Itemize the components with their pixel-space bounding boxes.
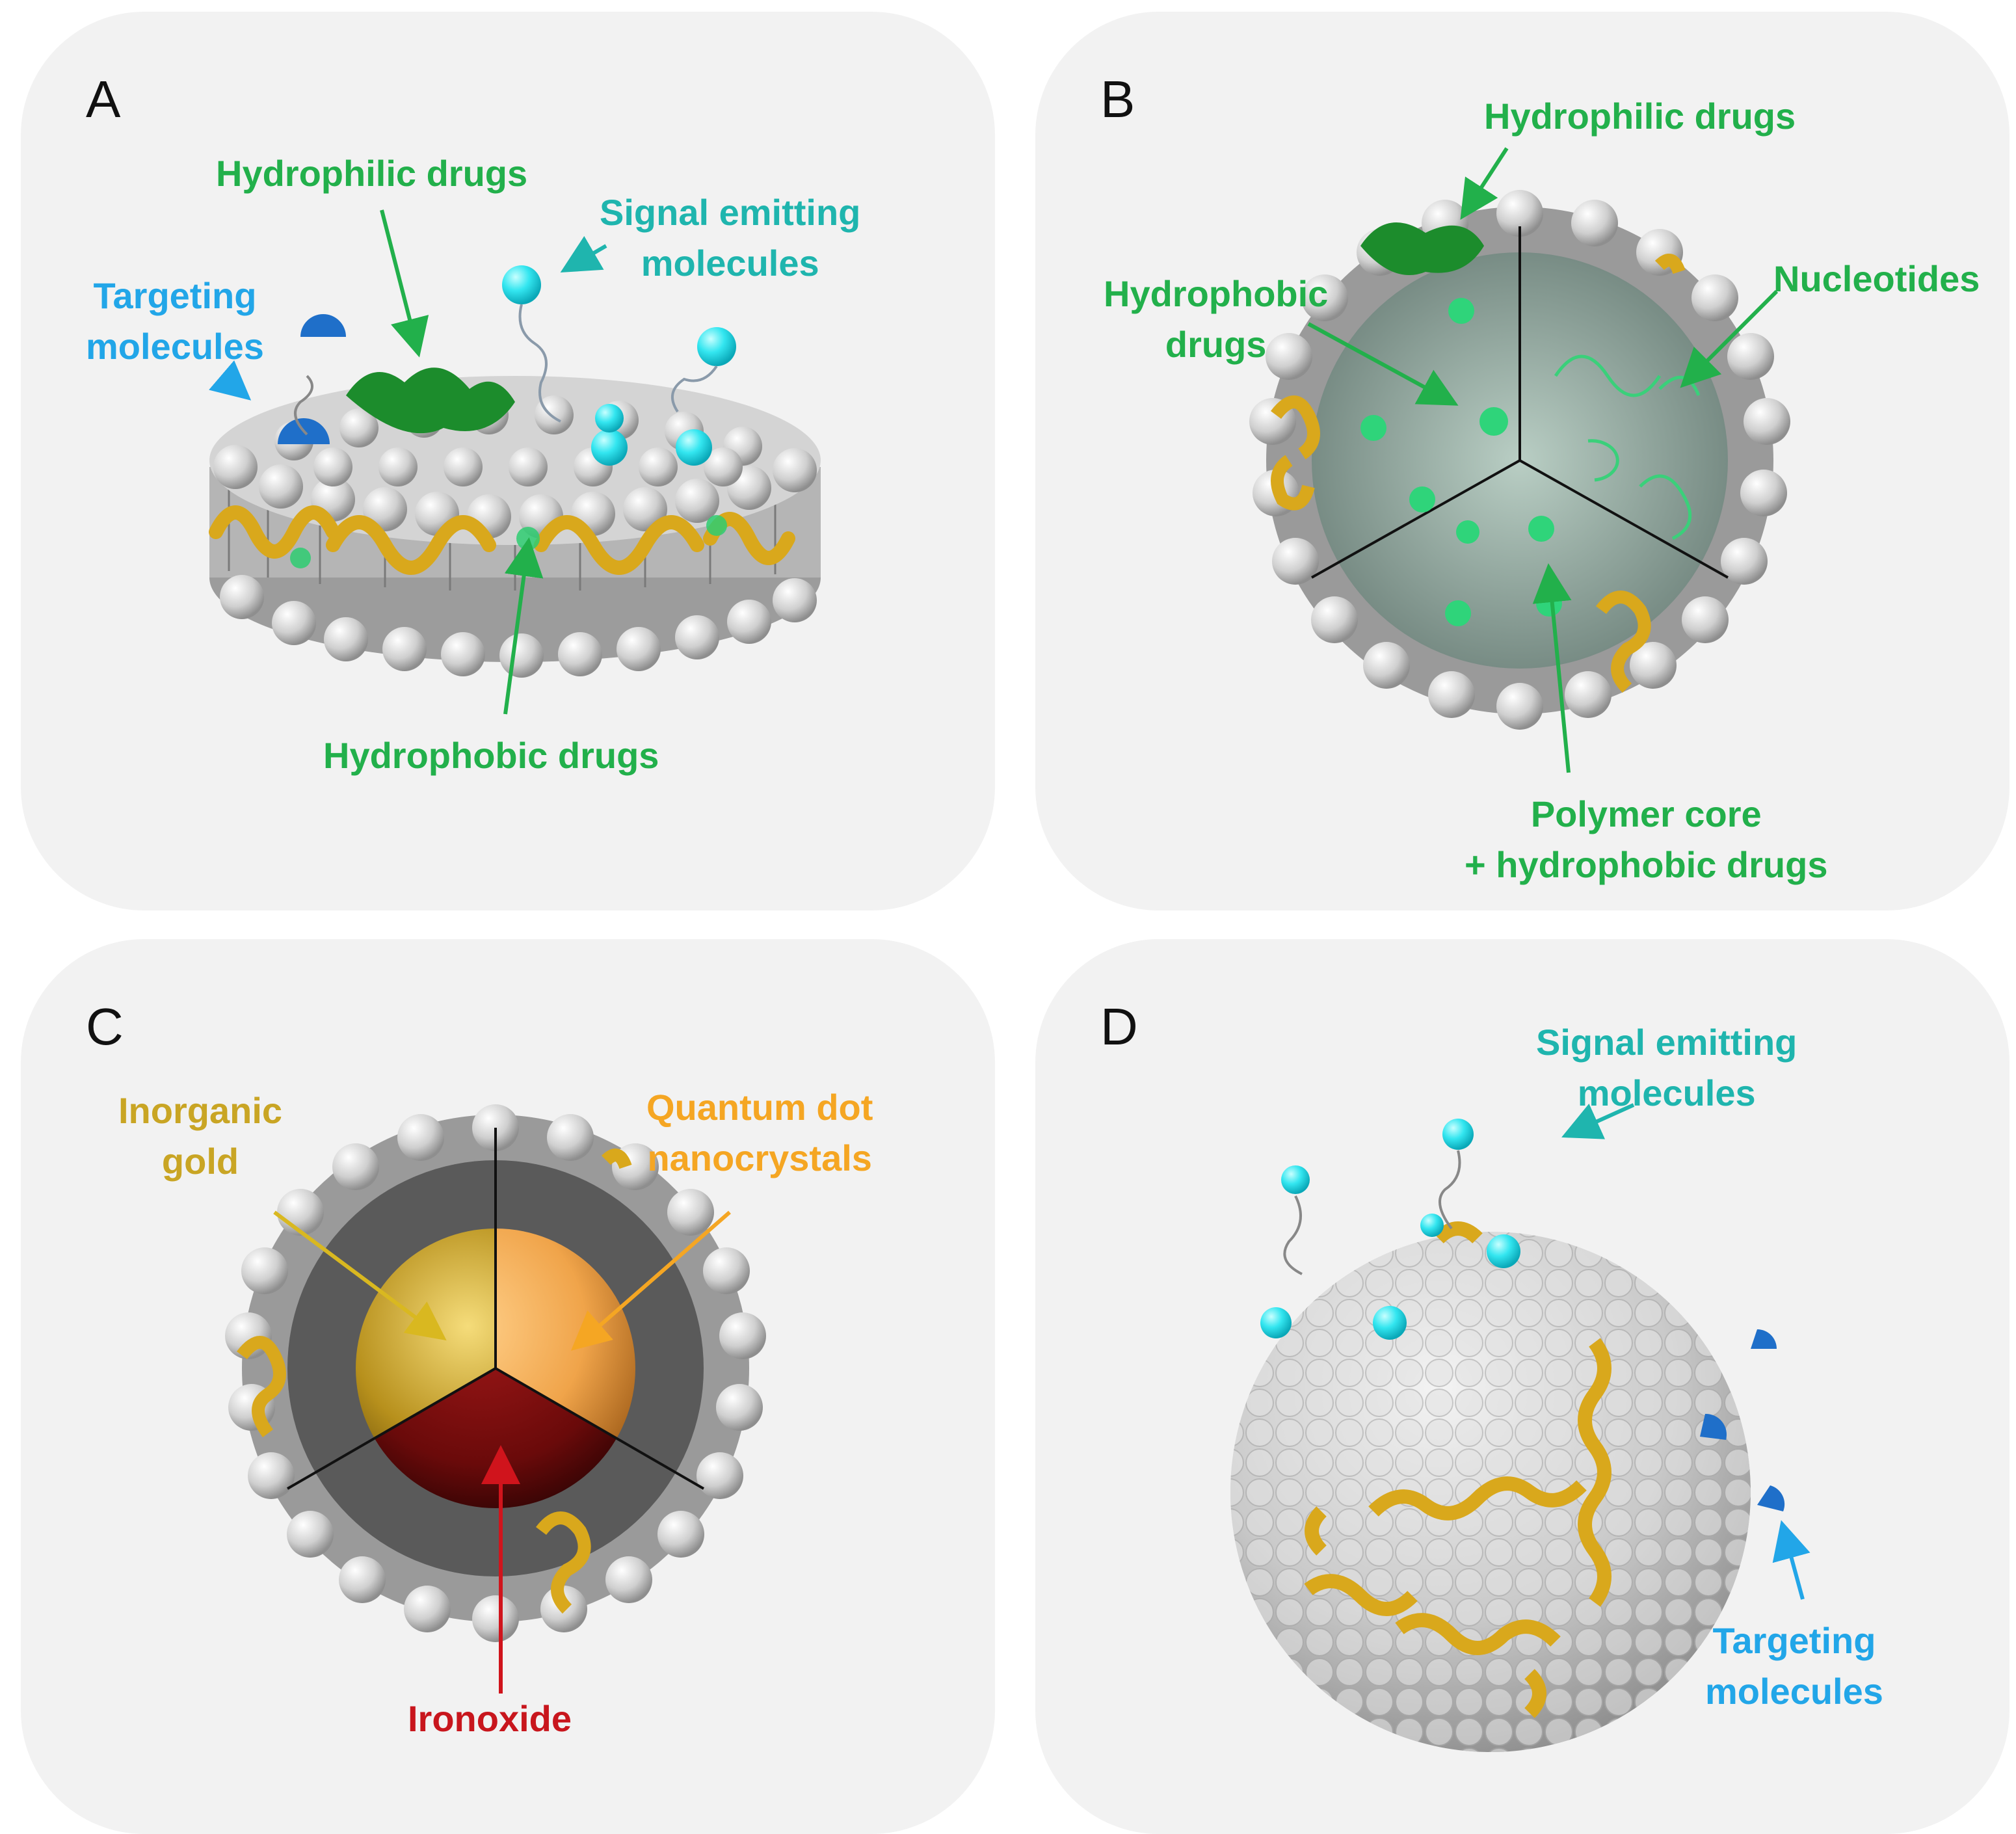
panel-c-inorganic-core: C Inorganic gold Quantum dot nanocrystal… — [21, 939, 995, 1834]
panel-letter-c: C — [86, 998, 124, 1056]
label-nucleotides: Nucleotides — [1773, 258, 1980, 299]
liposome-illustration — [1249, 147, 1790, 773]
cutaway-lines-c — [286, 1128, 705, 1490]
label-hydrophobic-drugs: Hydrophobic drugs — [323, 735, 659, 776]
label-hydrophobic-line-1: Hydrophobic — [1104, 273, 1329, 314]
hydrophilic-drug-protein — [346, 367, 515, 434]
hydrophobic-drug-beads-b — [1360, 298, 1562, 626]
peptide-helices-d — [1304, 1221, 1611, 1718]
label-targeting-d-line-1: Targeting — [1712, 1620, 1876, 1661]
label-signal-d-line-1: Signal emitting — [1536, 1022, 1797, 1063]
arrow-hydrophobic-b — [1307, 322, 1459, 406]
targeting-molecules-d — [1700, 1329, 1785, 1511]
lipid-heads-bottom — [220, 575, 817, 678]
cutaway-lines — [1311, 226, 1729, 579]
arrow-hydrophilic-b — [1460, 147, 1509, 220]
label-targeting-line-1: Targeting — [93, 275, 257, 316]
label-targeting: Targeting molecules — [86, 271, 264, 372]
peptide-helices-c — [237, 1149, 632, 1614]
label-signal-emitting-d: Signal emitting molecules — [1536, 1017, 1797, 1119]
label-hydrophobic-drugs-b: Hydrophobic drugs — [1104, 269, 1328, 370]
iron-oxide-sector — [356, 1368, 635, 1508]
label-polymer-line-2: + hydrophobic drugs — [1465, 844, 1828, 885]
label-quantum-line-1: Quantum dot — [646, 1087, 873, 1128]
label-signal-emitting: Signal emitting molecules — [600, 187, 860, 289]
arrow-signal — [560, 235, 607, 273]
label-signal-line-2: molecules — [641, 243, 819, 284]
label-polymer-core: Polymer core + hydrophobic drugs — [1465, 789, 1827, 890]
arrow-targeting-d — [1772, 1520, 1810, 1600]
label-ironoxide: Ironoxide — [408, 1698, 572, 1739]
label-gold-line-2: gold — [161, 1141, 239, 1182]
arrow-quantum — [570, 1210, 731, 1351]
panel-d-functionalized-sphere: D Signal emitting molecules Targeting mo… — [1035, 939, 2009, 1834]
arrow-nucleotides — [1680, 289, 1779, 388]
hydrophilic-drug-protein-b — [1360, 222, 1484, 275]
label-polymer-line-1: Polymer core — [1530, 793, 1762, 834]
arrow-signal-d — [1561, 1103, 1635, 1139]
label-hydrophilic-drugs: Hydrophilic drugs — [216, 153, 528, 194]
label-inorganic-gold: Inorganic gold — [118, 1085, 282, 1187]
panel-a-nanodisc: A Hydrophilic drugs Signal emitting mole… — [21, 12, 995, 910]
functionalized-sphere-illustration — [1230, 1103, 1810, 1752]
signal-emitting-spheres-d — [1260, 1119, 1520, 1340]
label-targeting-line-2: molecules — [86, 326, 264, 367]
panel-letter-a: A — [86, 70, 121, 128]
arrow-hydrophilic — [380, 209, 429, 358]
signal-emitting-spheres — [502, 265, 736, 466]
nanodisc-illustration — [209, 209, 821, 715]
arrow-hydrophobic — [503, 537, 544, 715]
inorganic-core-illustration — [225, 1104, 766, 1694]
targeting-molecules — [278, 314, 346, 444]
arrow-gold — [273, 1210, 447, 1341]
label-hydrophilic-drugs-b: Hydrophilic drugs — [1484, 96, 1796, 137]
panel-b-liposome-cutaway: B Hydrophilic drugs Hydrophobic drugs Nu… — [1035, 12, 2009, 910]
peptide-helices-b — [1271, 254, 1686, 693]
label-gold-line-1: Inorganic — [118, 1090, 283, 1131]
panel-letter-b: B — [1100, 70, 1135, 128]
label-targeting-d: Targeting molecules — [1705, 1615, 1883, 1717]
panel-letter-d: D — [1100, 998, 1138, 1056]
arrow-polymer-core — [1532, 563, 1572, 773]
label-quantum-dot: Quantum dot nanocrystals — [646, 1082, 873, 1184]
label-hydrophobic-line-2: drugs — [1165, 324, 1267, 365]
label-targeting-d-line-2: molecules — [1705, 1671, 1883, 1712]
label-signal-line-1: Signal emitting — [600, 192, 861, 233]
arrow-targeting — [209, 360, 252, 401]
label-signal-d-line-2: molecules — [1577, 1072, 1756, 1113]
label-quantum-line-2: nanocrystals — [647, 1137, 872, 1178]
